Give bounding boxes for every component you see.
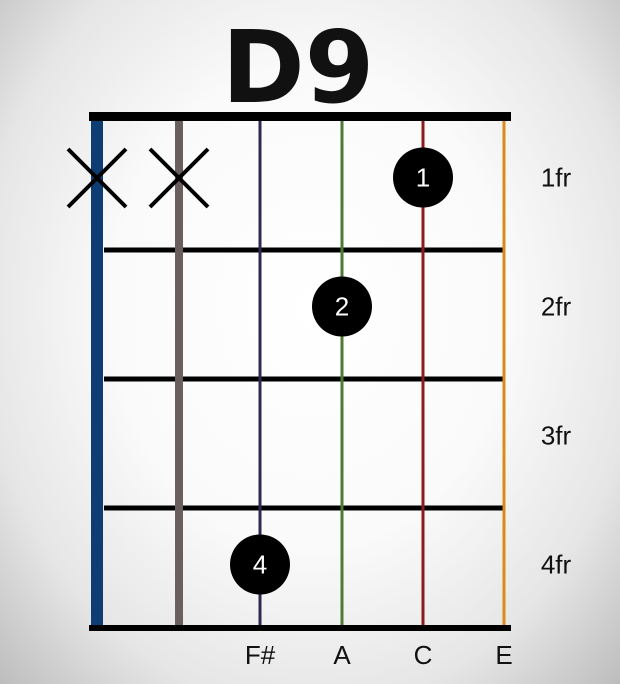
finger-number: 2 xyxy=(335,292,349,322)
string-line xyxy=(340,121,344,627)
finger-dot: 2 xyxy=(312,276,372,337)
fret-labels: 1fr 2fr 3fr 4fr xyxy=(541,163,572,580)
mute-x-icon xyxy=(66,147,128,209)
finger-dot: 1 xyxy=(393,147,453,208)
fret-line xyxy=(104,247,504,253)
bottom-bar xyxy=(89,625,511,631)
fret-label: 3fr xyxy=(541,421,572,451)
string-lines xyxy=(91,121,506,627)
string-line xyxy=(502,121,506,627)
fret-line xyxy=(104,505,504,511)
note-label: F# xyxy=(245,640,276,670)
note-label: C xyxy=(414,640,433,670)
finger-dot: 4 xyxy=(230,534,290,595)
fret-label: 4fr xyxy=(541,550,572,580)
nut xyxy=(89,112,511,121)
finger-dots: 1 2 4 xyxy=(230,147,453,595)
note-label: A xyxy=(333,640,351,670)
fret-lines xyxy=(104,247,504,511)
mute-marks xyxy=(66,147,210,209)
string-line xyxy=(421,121,425,627)
string-line xyxy=(258,121,262,627)
finger-number: 1 xyxy=(416,163,430,193)
fret-line xyxy=(104,376,504,382)
string-line xyxy=(175,121,183,627)
note-labels: F# A C E xyxy=(245,640,513,670)
note-label: E xyxy=(495,640,512,670)
string-line xyxy=(91,121,103,627)
fret-label: 1fr xyxy=(541,163,572,193)
chord-title: D9 xyxy=(222,9,375,126)
mute-x-icon xyxy=(148,147,210,209)
finger-number: 4 xyxy=(253,550,267,580)
fret-label: 2fr xyxy=(541,292,572,322)
